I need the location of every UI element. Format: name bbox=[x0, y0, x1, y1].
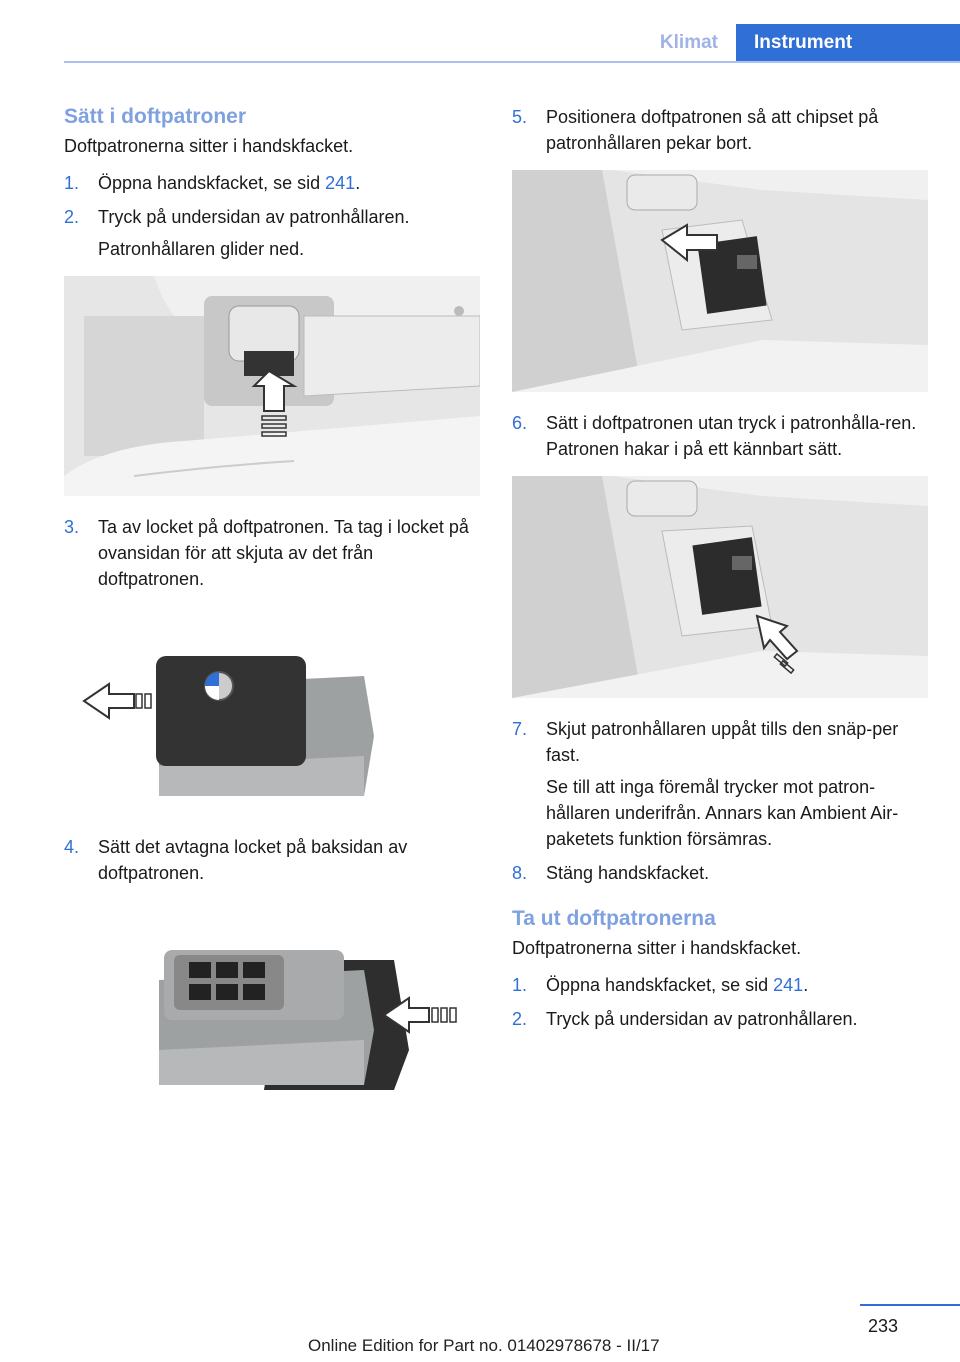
page-number: 233 bbox=[867, 1316, 898, 1336]
step-number: 1. bbox=[512, 975, 528, 995]
step-text: Sätt i doftpatronen utan tryck i patronh… bbox=[546, 413, 917, 459]
right-column: 5. Positionera doftpatronen så att chips… bbox=[512, 104, 928, 1040]
step-number: 2. bbox=[64, 207, 80, 227]
section-lead: Doftpatronerna sitter i handskfacket. bbox=[64, 136, 354, 156]
step-7: 7. Skjut patronhållaren uppåt tills den … bbox=[512, 716, 928, 852]
steps-list-right-2: 6. Sätt i doftpatronen utan tryck i patr… bbox=[512, 410, 928, 462]
step-text: Tryck på undersidan av patronhållaren. bbox=[546, 1009, 858, 1029]
step-1: 1. Öppna handskfacket, se sid 241. bbox=[64, 170, 480, 196]
steps-list-right-3: 7. Skjut patronhållaren uppåt tills den … bbox=[512, 716, 928, 886]
glovebox-illustration bbox=[64, 276, 480, 496]
cartridge-lid-illustration bbox=[64, 606, 480, 816]
footer-divider bbox=[860, 1304, 960, 1306]
step-number: 7. bbox=[512, 719, 528, 739]
cartridge-back-illustration bbox=[64, 900, 480, 1110]
step-number: 1. bbox=[64, 173, 80, 193]
step-number: 5. bbox=[512, 107, 528, 127]
step-note: Patronhållaren glider ned. bbox=[98, 239, 305, 259]
step-number: 6. bbox=[512, 413, 528, 433]
remove-steps-list: 1. Öppna handskfacket, se sid 241. 2. Tr… bbox=[512, 972, 928, 1032]
step-number: 8. bbox=[512, 863, 528, 883]
step-number: 3. bbox=[64, 517, 80, 537]
step-text-end: . bbox=[355, 173, 361, 193]
step-text: Skjut patronhållaren uppåt tills den snä… bbox=[546, 719, 899, 765]
step-6: 6. Sätt i doftpatronen utan tryck i patr… bbox=[512, 410, 928, 462]
step-text: Öppna handskfacket, se sid bbox=[98, 173, 326, 193]
remove-step-1: 1. Öppna handskfacket, se sid 241. bbox=[512, 972, 928, 998]
steps-list-right: 5. Positionera doftpatronen så att chips… bbox=[512, 104, 928, 156]
page-link[interactable]: 241 bbox=[325, 173, 356, 193]
step-note: Se till att inga föremål trycker mot pat… bbox=[546, 777, 899, 849]
section-title: Sätt i doftpatroner bbox=[64, 105, 246, 128]
step-8: 8. Stäng handskfacket. bbox=[512, 860, 928, 886]
step-number: 4. bbox=[64, 837, 80, 857]
edition-note: Online Edition for Part no. 01402978678 … bbox=[308, 1336, 660, 1355]
section-title-remove: Ta ut doftpatronerna bbox=[512, 907, 716, 930]
header-tabs: Klimat Instrument bbox=[660, 24, 960, 62]
steps-list: 1. Öppna handskfacket, se sid 241. 2. Tr… bbox=[64, 170, 480, 262]
tab-klimat[interactable]: Klimat bbox=[659, 32, 718, 53]
header-divider bbox=[64, 61, 960, 63]
left-column: Sätt i doftpatroner Doftpatronerna sitte… bbox=[64, 104, 480, 1128]
step-2: 2. Tryck på undersidan av patronhållaren… bbox=[64, 204, 480, 262]
insert-cartridge-illustration bbox=[512, 476, 928, 698]
step-text: Positionera doftpatronen så att chipset … bbox=[546, 107, 879, 153]
remove-step-2: 2. Tryck på undersidan av patronhållaren… bbox=[512, 1006, 928, 1032]
step-3: 3. Ta av locket på doftpatronen. Ta tag … bbox=[64, 514, 480, 592]
steps-list-3: 4. Sätt det avtagna locket på baksidan a… bbox=[64, 834, 480, 886]
step-text-end: . bbox=[803, 975, 809, 995]
step-text: Sätt det avtagna locket på baksidan av d… bbox=[98, 837, 408, 883]
step-text: Tryck på undersidan av patronhållaren. bbox=[98, 207, 410, 227]
step-number: 2. bbox=[512, 1009, 528, 1029]
step-4: 4. Sätt det avtagna locket på baksidan a… bbox=[64, 834, 480, 886]
steps-list-2: 3. Ta av locket på doftpatronen. Ta tag … bbox=[64, 514, 480, 592]
section-lead-remove: Doftpatronerna sitter i handskfacket. bbox=[512, 938, 802, 958]
step-5: 5. Positionera doftpatronen så att chips… bbox=[512, 104, 928, 156]
step-text: Öppna handskfacket, se sid bbox=[546, 975, 774, 995]
tab-instrument[interactable]: Instrument bbox=[736, 24, 960, 62]
holder-position-illustration bbox=[512, 170, 928, 392]
step-text: Stäng handskfacket. bbox=[546, 863, 710, 883]
step-text: Ta av locket på doftpatronen. Ta tag i l… bbox=[98, 517, 469, 589]
page-link[interactable]: 241 bbox=[773, 975, 804, 995]
